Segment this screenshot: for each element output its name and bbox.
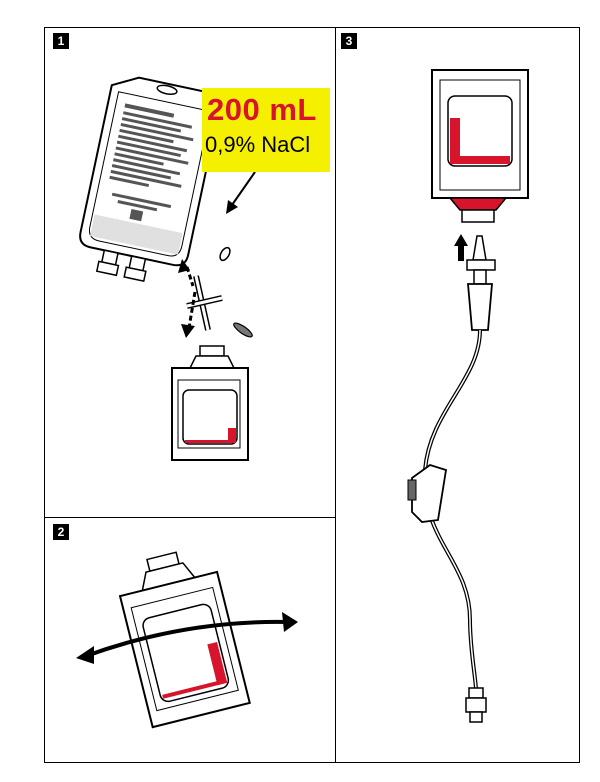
step-3-number: 3 — [341, 33, 357, 49]
step-1-number: 1 — [53, 33, 69, 49]
connect-arrow — [178, 259, 197, 338]
bag-solution-label: 0,9% NaCl — [205, 132, 311, 157]
port-cap — [233, 322, 253, 338]
port-cap — [219, 246, 231, 262]
infusion-set — [407, 235, 496, 723]
step-2-panel — [44, 517, 336, 763]
step-1-panel — [44, 27, 336, 518]
pointer-arrow — [226, 171, 256, 214]
medication-vial — [171, 345, 249, 461]
swirl-arrow — [76, 612, 298, 664]
bag-label-highlight — [202, 88, 330, 172]
bag-volume-label: 200 mL — [207, 92, 317, 127]
step-2-number: 2 — [53, 524, 69, 540]
up-arrow — [454, 234, 468, 261]
inverted-vial — [431, 69, 529, 223]
swirl-vial-illustration — [118, 551, 251, 729]
instruction-frame — [44, 27, 580, 763]
iv-bag-illustration — [79, 76, 221, 283]
